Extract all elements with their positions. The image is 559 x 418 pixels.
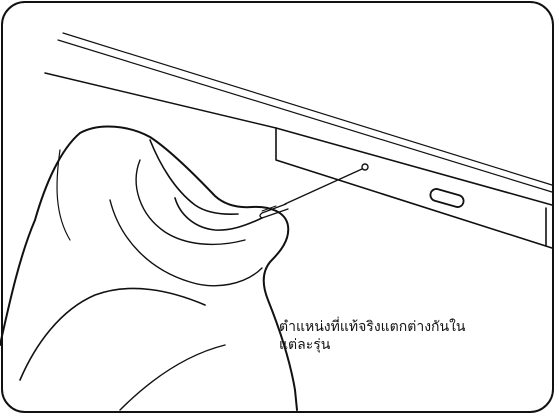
laptop-edge-line bbox=[44, 72, 277, 129]
optical-drive-tray bbox=[275, 127, 553, 249]
hand-knuckle bbox=[135, 159, 246, 246]
paperclip-wire bbox=[284, 168, 363, 205]
eject-button bbox=[429, 188, 465, 208]
laptop-top-edge-line-2 bbox=[57, 39, 553, 193]
hand-knuckle-2 bbox=[109, 199, 263, 287]
hand-wrist bbox=[19, 287, 206, 381]
hand-outline bbox=[0, 125, 298, 411]
hand-finger-fold bbox=[174, 197, 263, 231]
laptop-top-edge-line bbox=[62, 32, 553, 186]
hand-crease bbox=[56, 149, 71, 241]
hand-palm-edge bbox=[119, 344, 226, 411]
caption-line-1: ตำแหน่งที่แท้จริงแตกต่างกันใน bbox=[279, 319, 466, 335]
drive-tray-front-face bbox=[275, 159, 547, 247]
hand-thumb bbox=[149, 139, 239, 215]
emergency-eject-hole bbox=[361, 163, 369, 171]
caption-line-2: แต่ละรุ่น bbox=[279, 337, 331, 353]
caption-text: ตำแหน่งที่แท้จริงแตกต่างกันใน แต่ละรุ่น bbox=[279, 318, 549, 354]
